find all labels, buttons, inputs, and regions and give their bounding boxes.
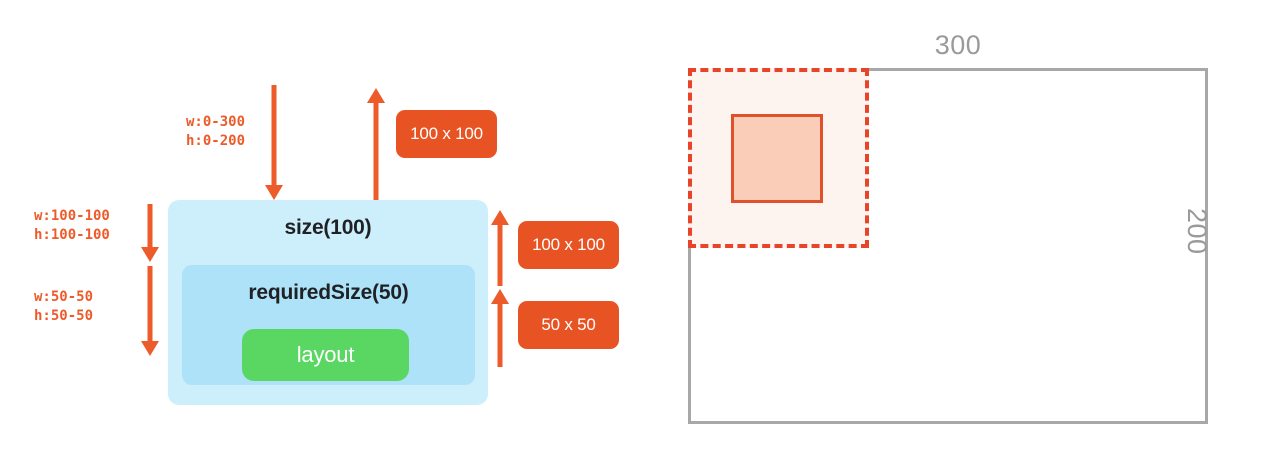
arrow-head <box>491 289 509 304</box>
required-size-result-arrow <box>490 289 510 367</box>
arrow-shaft <box>497 304 503 367</box>
required-size-box-label: requiredSize(50) <box>248 281 409 304</box>
arrow-shaft <box>271 85 277 185</box>
size-result-arrow <box>490 210 510 286</box>
arrow-shaft <box>373 103 379 200</box>
size-box-label: size(100) <box>284 216 372 239</box>
arrow-head <box>141 247 159 262</box>
arrow-shaft <box>497 225 503 286</box>
arrow-head <box>265 185 283 200</box>
measured-size-arrow <box>366 88 386 200</box>
width-dimension-label: 300 <box>934 30 982 60</box>
required-size-50-rect <box>731 114 823 203</box>
incoming-constraints-label: w:0-300 h:0-200 <box>186 114 246 149</box>
arrow-shaft <box>147 204 153 247</box>
reported-size-middle-badge: 100 x 100 <box>518 221 619 269</box>
reported-size-top-badge: 100 x 100 <box>396 110 497 158</box>
reported-size-bottom-badge: 50 x 50 <box>518 301 619 349</box>
required-size-constraints-label: w:50-50 h:50-50 <box>34 289 94 324</box>
arrow-head <box>491 210 509 225</box>
arrow-head <box>367 88 385 103</box>
layout-button[interactable]: layout <box>242 329 409 381</box>
required-size-constraint-arrow <box>140 266 160 356</box>
arrow-shaft <box>147 266 153 341</box>
size-constraint-arrow <box>140 204 160 262</box>
incoming-constraint-arrow <box>264 85 284 200</box>
size-constraints-label: w:100-100 h:100-100 <box>34 208 110 243</box>
height-dimension-label: 200 <box>1182 208 1212 255</box>
arrow-head <box>141 341 159 356</box>
